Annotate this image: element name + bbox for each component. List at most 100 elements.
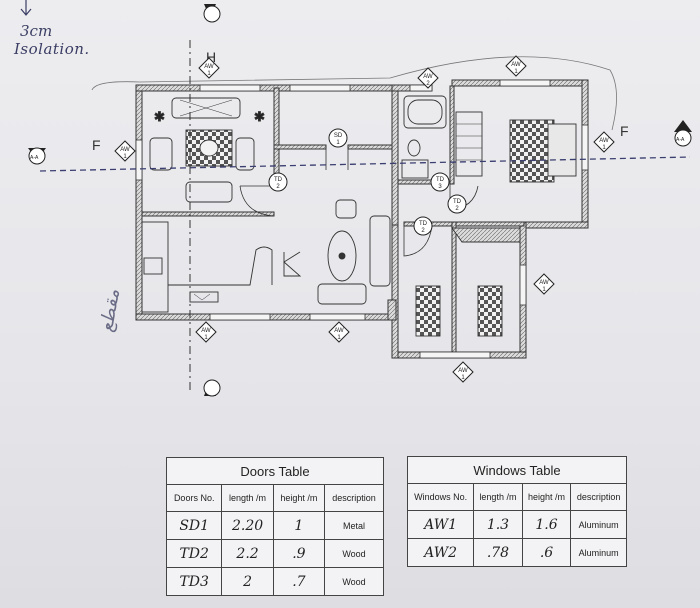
- section-letter-f-left: F: [92, 137, 101, 153]
- window-tag: AW1: [593, 131, 615, 153]
- window-height: 1.6: [521, 510, 572, 539]
- door-tags: SD1 TD2 TD3 TD2 TD2: [268, 128, 467, 236]
- table-row: AW2 .78 .6 Aluminum: [406, 538, 627, 567]
- window-code: AW1: [406, 510, 475, 539]
- bathroom-fixtures: [401, 95, 483, 179]
- bedroom-furniture: [415, 119, 577, 337]
- svg-text:AW: AW: [458, 368, 468, 374]
- windows-table: Windows Table Windows No. length /m heig…: [406, 456, 627, 567]
- svg-text:1: 1: [204, 335, 208, 341]
- svg-text:3: 3: [438, 184, 442, 190]
- windows-header-length: length /m: [473, 483, 523, 511]
- svg-text:1: 1: [542, 287, 546, 293]
- door-height: .7: [272, 567, 326, 596]
- door-height: .9: [272, 539, 326, 568]
- svg-text:1: 1: [123, 154, 127, 160]
- window-tag: AW1: [452, 361, 474, 383]
- svg-text:TD: TD: [436, 177, 445, 183]
- door-description: Wood: [324, 567, 384, 596]
- svg-text:1: 1: [461, 375, 465, 381]
- section-tag-left: A-A: [30, 155, 39, 161]
- isolation-note: Isolation.: [14, 40, 90, 58]
- doors-header-no: Doors No.: [165, 484, 223, 512]
- window-tag: AW1: [195, 321, 217, 343]
- svg-text:AW: AW: [201, 328, 211, 334]
- window-length: 1.3: [473, 510, 523, 539]
- window-height: .6: [521, 538, 572, 567]
- svg-text:AW: AW: [511, 62, 521, 68]
- door-tag: SD1: [328, 128, 348, 148]
- svg-text:2: 2: [426, 81, 430, 87]
- svg-text:1: 1: [602, 145, 606, 151]
- svg-text:TD: TD: [274, 177, 283, 183]
- svg-text:1: 1: [207, 71, 211, 77]
- doors-header-description: description: [324, 484, 384, 512]
- svg-text:AW: AW: [599, 138, 609, 144]
- living-furniture: ✱ ✱: [141, 97, 391, 313]
- door-description: Metal: [324, 511, 384, 540]
- window-tag: AW1: [505, 55, 527, 77]
- doors-table: Doors Table Doors No. length /m height /…: [165, 457, 384, 596]
- section-marker-top: [203, 4, 221, 23]
- windows-header-no: Windows No.: [406, 483, 475, 511]
- window-tags: AW1 AW1 AW2 AW1 AW1 AW1 AW1 AW1 AW1: [114, 55, 615, 383]
- svg-text:SD: SD: [334, 133, 343, 139]
- doors-table-title: Doors Table: [166, 457, 384, 485]
- svg-text:AW: AW: [334, 328, 344, 334]
- table-row: TD2 2.2 .9 Wood: [165, 539, 384, 568]
- window-tag: AW1: [328, 321, 350, 343]
- window-length: .78: [473, 538, 523, 567]
- svg-text:AW: AW: [204, 64, 214, 70]
- guide-curve: [91, 56, 617, 131]
- windows-header-height: height /m: [521, 483, 572, 511]
- section-marker-bottom: [203, 379, 221, 397]
- thickness-note: 3cm: [20, 22, 53, 40]
- svg-text:1: 1: [514, 69, 518, 75]
- svg-text:✱: ✱: [254, 109, 265, 124]
- arrow-mark: [20, 0, 32, 16]
- table-row: TD3 2 .7 Wood: [165, 567, 384, 596]
- svg-text:AW: AW: [423, 74, 433, 80]
- windows-header-description: description: [570, 483, 627, 511]
- door-height: 1: [272, 511, 326, 540]
- doors-header-length: length /m: [221, 484, 274, 512]
- section-marker-left: A-A: [28, 147, 46, 165]
- section-line-f: [39, 156, 691, 172]
- door-tag: TD2: [268, 172, 288, 192]
- door-tag: TD2: [447, 194, 467, 214]
- svg-text:2: 2: [421, 228, 425, 234]
- door-tag: TD2: [413, 216, 433, 236]
- door-code: TD3: [165, 567, 223, 596]
- windows-table-title: Windows Table: [407, 456, 627, 484]
- window-tag: AW1: [533, 273, 555, 295]
- svg-text:AW: AW: [120, 147, 130, 153]
- door-description: Wood: [324, 539, 384, 568]
- svg-text:✱: ✱: [154, 109, 165, 124]
- table-row: SD1 2.20 1 Metal: [165, 511, 384, 540]
- section-letter-h: H: [206, 49, 216, 65]
- window-description: Aluminum: [570, 510, 627, 539]
- door-tag: TD3: [430, 172, 450, 192]
- door-code: TD2: [165, 539, 223, 568]
- floor-plan-drawing: ✱ ✱: [20, 0, 692, 397]
- svg-text:TD: TD: [419, 221, 428, 227]
- window-tag: AW2: [417, 67, 439, 89]
- doors-header-height: height /m: [272, 484, 326, 512]
- svg-text:1: 1: [337, 335, 341, 341]
- table-row: AW1 1.3 1.6 Aluminum: [406, 510, 627, 539]
- window-code: AW2: [406, 538, 475, 567]
- window-tag: AW1: [114, 140, 136, 162]
- door-code: SD1: [165, 511, 223, 540]
- window-openings: [135, 79, 589, 359]
- section-letter-f-right: F: [620, 123, 629, 139]
- door-length: 2.20: [221, 511, 274, 540]
- section-marker-right: A-A: [674, 120, 692, 147]
- door-length: 2.2: [221, 539, 274, 568]
- window-tag: AW1: [198, 57, 220, 79]
- svg-text:AW: AW: [539, 280, 549, 286]
- door-length: 2: [221, 567, 274, 596]
- svg-text:1: 1: [336, 140, 340, 146]
- svg-text:2: 2: [276, 184, 280, 190]
- window-description: Aluminum: [570, 538, 627, 567]
